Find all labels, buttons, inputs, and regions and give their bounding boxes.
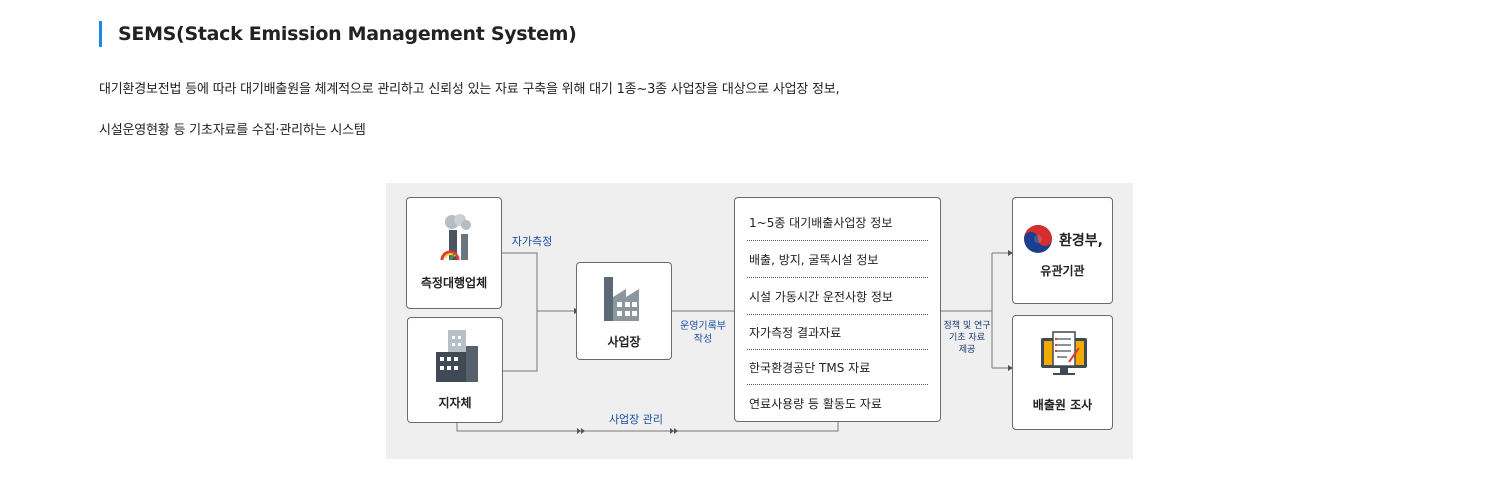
- factory-icon: [604, 277, 639, 321]
- smokestack-icon: [440, 214, 471, 261]
- ministry-name: 환경부,: [1059, 233, 1103, 249]
- description-line-1: 대기환경보전법 등에 따라 대기배출원을 체계적으로 관리하고 신뢰성 있는 자…: [99, 82, 840, 97]
- local-government-box: 지자체: [407, 317, 503, 423]
- info-item: 배출, 방지, 굴뚝시설 정보: [749, 253, 879, 267]
- policy-data-label: 정책 및 연구 기초 자료 제공: [943, 321, 991, 355]
- info-divider: [747, 277, 928, 278]
- sems-flow-diagram: 측정대행업체 지자체 사업장 자가측정: [386, 183, 1133, 459]
- related-agencies-label: 유관기관: [1040, 264, 1085, 278]
- description-line-2: 시설운영현황 등 기초자료를 수집·관리하는 시스템: [99, 123, 366, 138]
- building-icon: [436, 330, 478, 382]
- info-item: 자가측정 결과자료: [749, 326, 842, 340]
- operation-record-label: 운영기록부 작성: [680, 321, 726, 345]
- emission-survey-label: 배출원 조사: [1032, 398, 1093, 412]
- self-measurement-label: 자가측정: [511, 235, 553, 248]
- measurement-agency-label: 측정대행업체: [420, 276, 488, 290]
- survey-monitor-icon: [1041, 331, 1087, 375]
- measurement-agency-box: 측정대행업체: [406, 197, 502, 309]
- workplace-label: 사업장: [607, 335, 641, 349]
- korea-emblem-icon: [1024, 225, 1052, 253]
- workplace-management-label: 사업장 관리: [608, 413, 664, 426]
- collected-data-box: 1~5종 대기배출사업장 정보 배출, 방지, 굴뚝시설 정보 시설 가동시간 …: [734, 197, 941, 422]
- info-item: 1~5종 대기배출사업장 정보: [749, 216, 893, 230]
- page-title: SEMS(Stack Emission Management System): [118, 23, 577, 45]
- info-divider: [747, 314, 928, 315]
- section-header: SEMS(Stack Emission Management System): [99, 20, 577, 48]
- info-item: 한국환경공단 TMS 자료: [749, 361, 871, 375]
- info-divider: [747, 349, 928, 350]
- workplace-box: 사업장: [576, 262, 672, 360]
- emission-survey-box: 배출원 조사: [1012, 315, 1113, 430]
- title-accent-bar: [99, 21, 102, 47]
- ministry-box: 환경부, 유관기관: [1012, 197, 1113, 304]
- info-item: 시설 가동시간 운전사항 정보: [749, 290, 893, 304]
- info-divider: [747, 240, 928, 241]
- local-government-label: 지자체: [438, 396, 472, 410]
- info-divider: [747, 384, 928, 385]
- info-item: 연료사용량 등 활동도 자료: [749, 397, 882, 411]
